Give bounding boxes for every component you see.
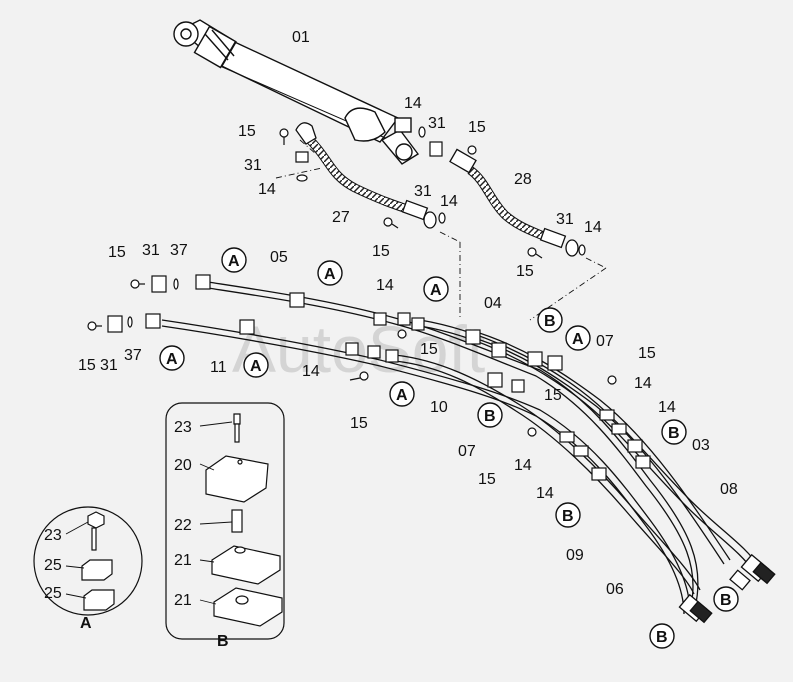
svg-text:B: B [544,313,556,330]
hydraulic-cylinder [173,19,420,165]
part-label: 23 [44,527,62,544]
hose-27 [295,122,437,229]
part-label: 15 [638,345,656,362]
part-label: 14 [258,181,276,198]
callout-a: A [423,276,449,302]
svg-text:B: B [668,425,680,442]
part-label: 01 [292,29,310,46]
part-label: 15 [420,341,438,358]
svg-text:A: A [324,266,336,283]
part-label: 15 [238,123,256,140]
part-label: 15 [78,357,96,374]
part-label: 04 [484,295,502,312]
callout-a: A [317,260,343,286]
detail-b-label: B [217,633,229,650]
svg-text:A: A [250,358,262,375]
part-label: 14 [584,219,602,236]
callout-a: A [221,247,247,273]
part-label: 14 [536,485,554,502]
svg-text:B: B [720,592,732,609]
part-label: 31 [556,211,574,228]
svg-text:A: A [572,331,584,348]
callouts: A A A A A A A B B B B B B [159,247,739,649]
callout-b: B [713,586,739,612]
callout-a: A [243,352,269,378]
detail-a-label: A [80,615,92,632]
callout-b: B [477,402,503,428]
part-label: 15 [372,243,390,260]
hose-28 [449,148,579,257]
part-label: 31 [100,357,118,374]
svg-text:B: B [562,508,574,525]
part-label: 11 [210,359,227,376]
fittings [87,126,617,437]
svg-text:B: B [656,629,668,646]
part-label: 05 [270,249,288,266]
callout-b: B [537,307,563,333]
part-label: 09 [566,547,584,564]
svg-text:A: A [396,387,408,404]
part-label: 15 [478,471,496,488]
part-label: 14 [514,457,532,474]
part-label: 31 [142,242,160,259]
part-label: 14 [404,95,422,112]
callout-b: B [555,502,581,528]
pipe-clamps [239,292,651,481]
part-label: 37 [124,347,142,364]
part-label: 14 [440,193,458,210]
callout-b: B [661,419,687,445]
part-label: 15 [468,119,486,136]
part-label: 27 [332,209,350,226]
svg-text:A: A [430,282,442,299]
detail-a-inset: 23 25 25 A [33,506,143,632]
callout-a: A [565,325,591,351]
part-label: 07 [596,333,614,350]
part-label: 22 [174,517,192,534]
part-label: 15 [350,415,368,432]
callout-b: B [649,623,675,649]
part-label: 31 [428,115,446,132]
part-label: 07 [458,443,476,460]
callout-a: A [159,345,185,371]
part-label: 14 [376,277,394,294]
part-number-labels: 01 14 15 31 15 31 14 28 31 14 27 15 31 1… [78,29,738,598]
callout-a: A [389,381,415,407]
part-label: 15 [516,263,534,280]
part-label: 31 [414,183,432,200]
part-label: 10 [430,399,448,416]
part-label: 06 [606,581,624,598]
svg-text:B: B [484,408,496,425]
part-label: 21 [174,592,192,609]
part-label: 14 [658,399,676,416]
leader-lines [275,139,607,321]
part-label: 14 [302,363,320,380]
part-label: 14 [634,375,652,392]
part-label: 31 [244,157,262,174]
svg-text:A: A [166,351,178,368]
part-label: 15 [108,244,126,261]
part-label: 25 [44,585,62,602]
pipe-end-fittings [678,553,776,624]
svg-text:A: A [228,253,240,270]
detail-b-inset: 23 20 22 21 21 B [165,402,285,650]
part-label: 21 [174,552,192,569]
part-label: 37 [170,242,188,259]
part-label: 20 [174,457,192,474]
part-label: 08 [720,481,738,498]
part-label: 25 [44,557,62,574]
part-label: 15 [544,387,562,404]
part-label: 03 [692,437,710,454]
part-label: 23 [174,419,192,436]
part-label: 28 [514,171,532,188]
